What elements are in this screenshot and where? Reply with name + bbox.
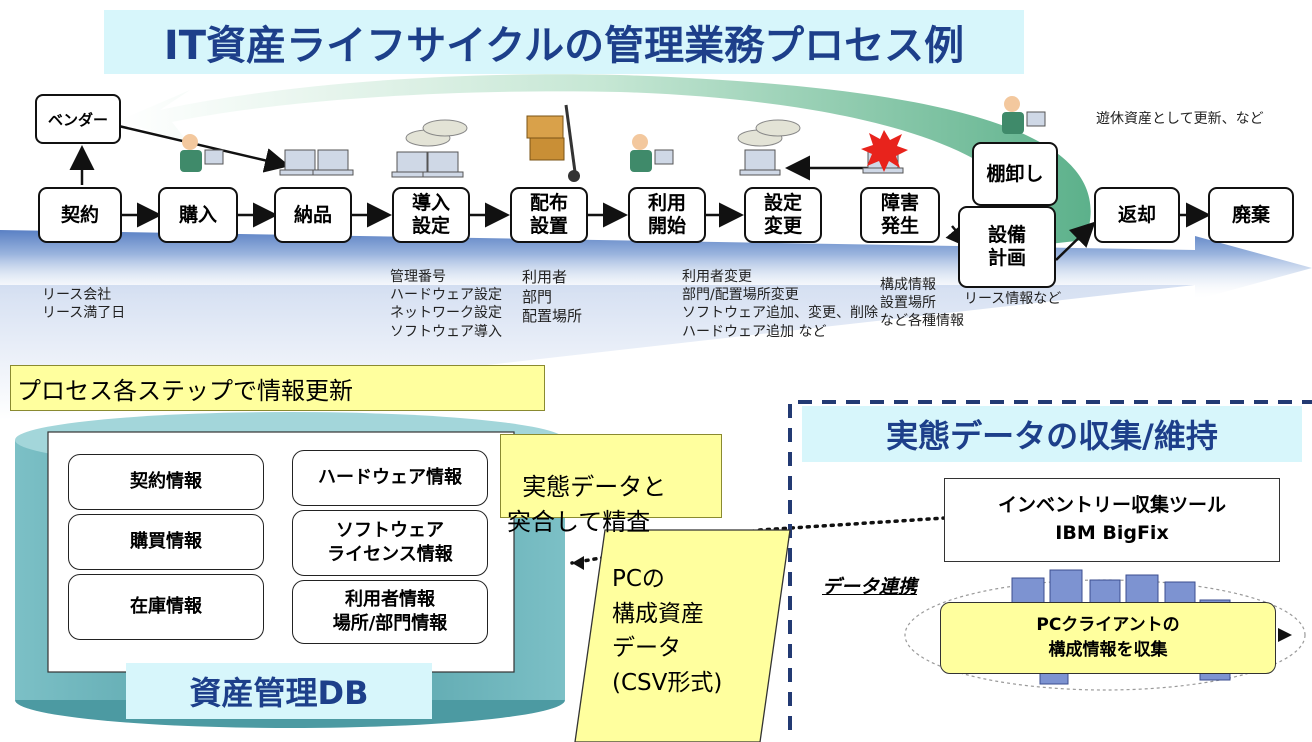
- step-disposal: 廃棄: [1208, 187, 1294, 243]
- db-user-location: 利用者情報 場所/部門情報: [292, 580, 488, 644]
- vendor-box: ベンダー: [35, 94, 121, 144]
- step-contract: 契約: [38, 187, 122, 243]
- step-facility-plan: 設備 計画: [958, 206, 1056, 288]
- db-software-license: ソフトウェア ライセンス情報: [292, 510, 488, 576]
- reconcile-note: 実態データと 突合して精査: [500, 434, 722, 536]
- pc-data-shape: [574, 529, 791, 742]
- note-lease: リース情報など: [964, 291, 1062, 307]
- step-setting-change: 設定 変更: [744, 187, 822, 243]
- db-purchase-info: 購買情報: [68, 514, 264, 570]
- step-setup: 導入 設定: [392, 187, 470, 243]
- note-setup: 管理番号 ハードウェア設定 ネットワーク設定 ソフトウェア導入: [390, 269, 502, 340]
- collection-title: 実態データの収集/維持: [802, 406, 1302, 462]
- page-title: IT資産ライフサイクルの管理業務プロセス例: [163, 23, 965, 69]
- step-failure: 障害 発生: [860, 187, 940, 243]
- bigfix-box: インベントリー収集ツール IBM BigFix: [944, 478, 1280, 562]
- step-start-use: 利用 開始: [628, 187, 706, 243]
- step-purchase: 購入: [158, 187, 238, 243]
- note-change: 利用者変更 部門/配置場所変更 ソフトウェア追加、変更、削除 ハードウェア追加 …: [682, 269, 878, 340]
- step-return: 返却: [1094, 187, 1180, 243]
- data-link-label: データ連携: [822, 576, 918, 598]
- step-deploy: 配布 設置: [510, 187, 588, 243]
- db-label: 資産管理DB: [126, 663, 432, 719]
- client-collect-box: PCクライアントの 構成情報を収集: [940, 602, 1276, 674]
- db-hardware-info: ハードウェア情報: [292, 450, 488, 506]
- title-banner: IT資産ライフサイクルの管理業務プロセス例: [104, 10, 1024, 74]
- note-contract: リース会社 リース満了日: [42, 287, 126, 322]
- db-stock-info: 在庫情報: [68, 574, 264, 640]
- pc-data-label: PCの 構成資産 データ (CSV形式): [612, 566, 723, 696]
- process-update-banner: プロセス各ステップで情報更新: [10, 365, 545, 411]
- step-inventory: 棚卸し: [972, 142, 1058, 206]
- db-contract-info: 契約情報: [68, 454, 264, 510]
- note-failure: 構成情報 設置場所 など各種情報: [880, 277, 964, 330]
- note-idle: 遊休資産として更新、など: [1096, 111, 1264, 127]
- note-deploy: 利用者 部門 配置場所: [522, 268, 583, 325]
- step-delivery: 納品: [274, 187, 352, 243]
